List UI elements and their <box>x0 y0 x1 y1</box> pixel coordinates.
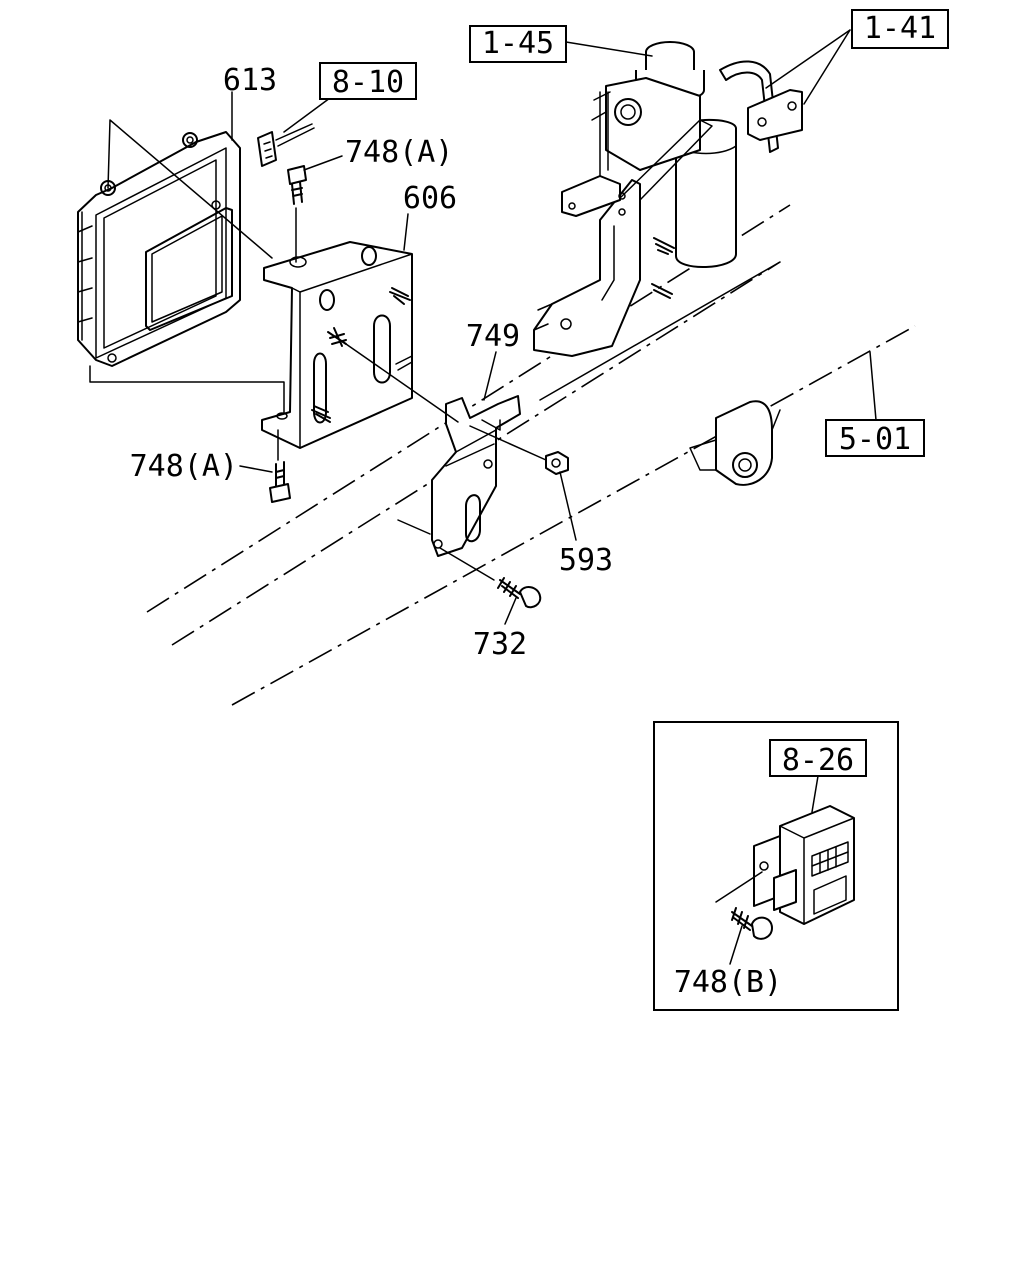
bracket-606 <box>261 241 413 449</box>
inset-panel: 8-26 748(B) <box>653 721 899 1011</box>
ref-box-1-41: 1-41 <box>851 9 949 49</box>
ref-label-8-26: 8-26 <box>782 743 854 778</box>
part-label-732: 732 <box>473 627 527 662</box>
ref-label-5-01: 5-01 <box>839 422 911 457</box>
ref-label-1-41: 1-41 <box>864 11 936 46</box>
frame-rail <box>146 204 916 706</box>
ref-label-8-10: 8-10 <box>332 65 404 100</box>
bolt-748a-top <box>287 165 307 205</box>
dryer-assembly <box>533 41 803 357</box>
leader-lines <box>89 29 877 625</box>
part-label-606: 606 <box>403 181 457 216</box>
bracket-749 <box>431 395 521 557</box>
ref-box-5-01: 5-01 <box>825 419 925 457</box>
part-label-749: 749 <box>466 319 520 354</box>
bolt-732 <box>497 577 542 609</box>
ref-box-8-10: 8-10 <box>319 62 417 100</box>
part-label-748a-top: 748(A) <box>345 135 453 170</box>
part-label-748a-bottom: 748(A) <box>130 449 238 484</box>
control-unit-613 <box>77 131 241 367</box>
nut-593 <box>545 451 569 475</box>
bolt-748b <box>731 907 773 940</box>
ref-box-1-45: 1-45 <box>469 25 567 63</box>
wire-connector <box>257 123 315 167</box>
frame-bracket <box>689 400 781 486</box>
ref-label-1-45: 1-45 <box>482 26 554 61</box>
part-label-593: 593 <box>559 543 613 578</box>
studs <box>311 237 675 423</box>
bolt-748a-bottom <box>269 461 291 503</box>
relay-module <box>753 805 855 925</box>
part-label-613: 613 <box>223 63 277 98</box>
part-label-748b: 748(B) <box>674 965 782 1000</box>
